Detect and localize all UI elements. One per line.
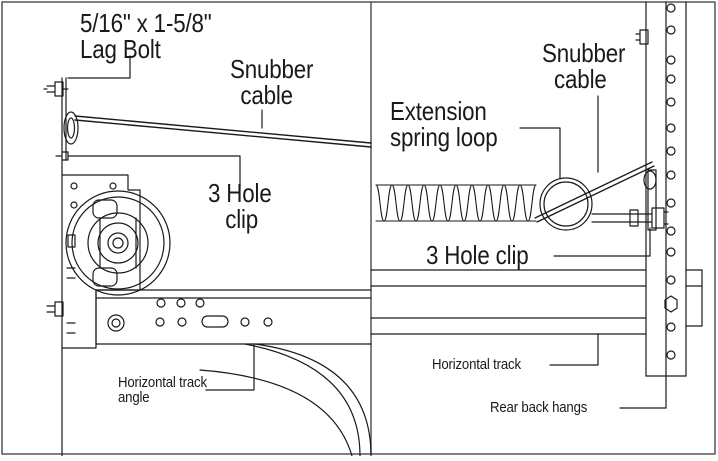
track-angle-bolt [46,301,64,317]
back-hang-bolt [635,29,649,45]
extension-spring-line2: spring loop [390,122,498,152]
curved-track [254,343,372,457]
snubber-cable-left [74,115,372,144]
pulley-assembly [65,190,171,296]
leader-three-hole-clip-left [67,155,241,189]
three-hole-clip-line1: 3 Hole [208,178,272,208]
cable-eye-loop [63,111,79,145]
flag-bracket [61,174,141,349]
rear-back-hang [645,1,703,377]
horizontal-track [370,269,703,335]
leader-rear-back-hangs [619,375,667,409]
three-hole-clip-label-left: 3 Hole clip [208,180,272,232]
snubber-cable-right-line2: cable [554,64,607,94]
left-panel-drawing [43,55,372,457]
leader-lag-bolt [67,55,131,79]
eye-bolt [591,207,669,229]
extension-spring-line1: Extension [390,96,487,126]
leader-track-angle [205,343,255,391]
snubber-cable-label-right: Snubber cable [542,38,626,94]
three-hole-clip-label-right: 3 Hole clip [426,240,529,270]
three-hole-clip-line2: clip [225,204,259,234]
lag-bolt-size: 5/16" x 1-5/8" [80,8,212,38]
three-hole-clip-right [647,169,657,231]
snubber-cable-label-left: Snubber cable [230,54,314,110]
snubber-cable-line2: cable [240,80,293,110]
rear-back-hangs-label: Rear back hangs [490,399,588,416]
extension-spring-loop-label: Extension spring loop [390,98,498,150]
horizontal-track-label: Horizontal track [432,356,521,373]
leader-horizontal-track [549,333,599,366]
lag-bolt-name: Lag Bolt [80,34,161,64]
track-angle-line2: angle [118,389,150,406]
horizontal-track-angle-label: Horizontal track angle [118,375,207,405]
snubber-cable-line1: Snubber [230,54,314,84]
track-angle-line1: Horizontal track [118,374,207,391]
snubber-cable-right-line1: Snubber [542,38,626,68]
extension-spring [375,184,537,222]
spring-loop [539,177,593,231]
horizontal-track-angle [95,289,372,345]
lag-bolt-label: 5/16" x 1-5/8" Lag Bolt [80,10,212,62]
lag-bolt [43,81,69,97]
leader-three-hole-clip-right [553,227,651,257]
right-panel-drawing [370,1,703,409]
leader-spring-loop [519,127,561,179]
snubber-cable-right [534,161,653,219]
